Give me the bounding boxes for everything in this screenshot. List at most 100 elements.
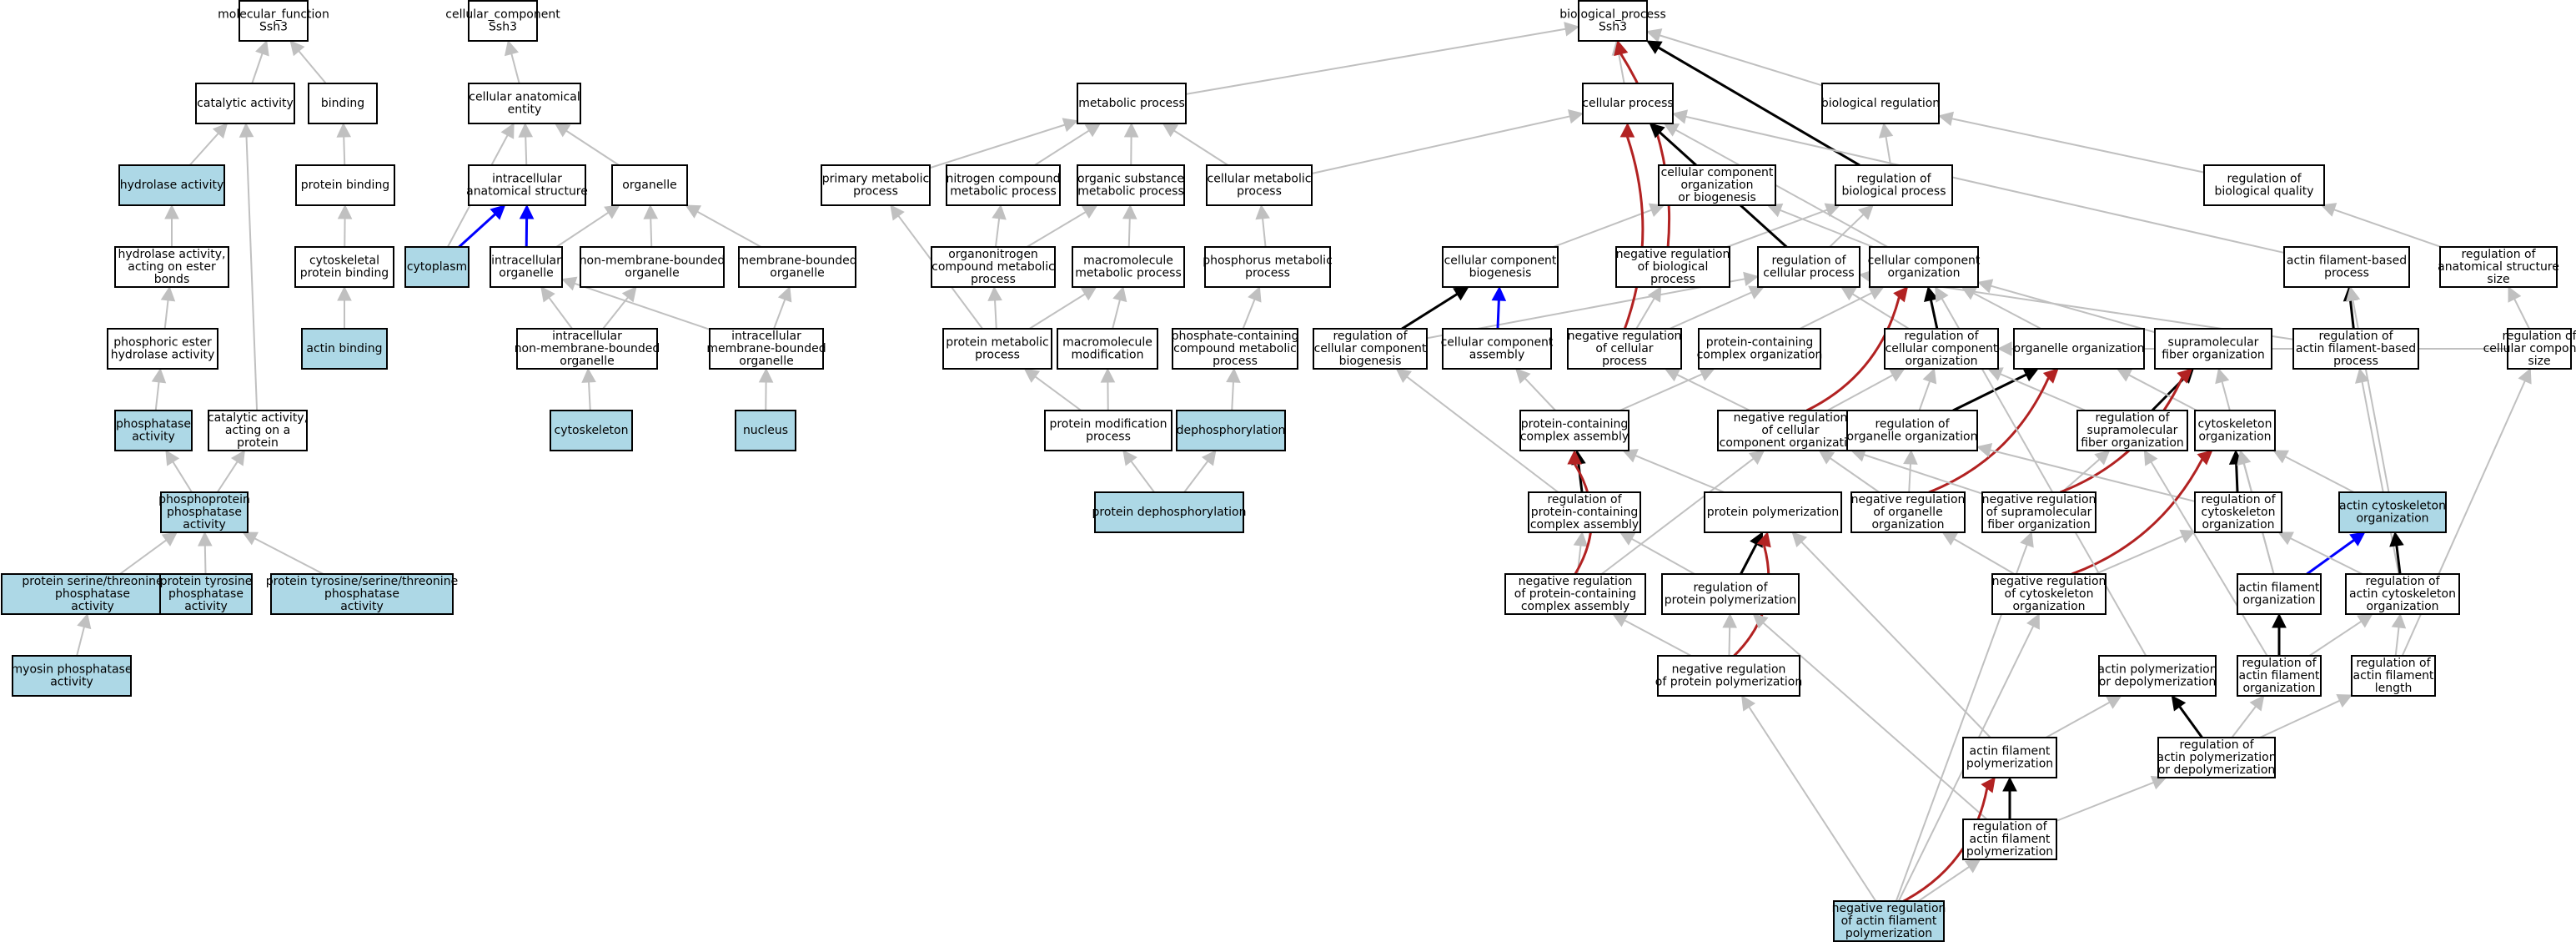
term-node-prot-polym[interactable]: protein polymerization: [1704, 491, 1842, 533]
term-node-tyr-ser-thr[interactable]: protein tyrosine/serine/threoninephospha…: [266, 573, 458, 615]
edge-is-a: [555, 212, 609, 248]
term-node-binding[interactable]: binding: [308, 83, 378, 124]
edge-arrowhead: [504, 39, 520, 57]
term-node-intra-nmb[interactable]: intracellularnon-membrane-boundedorganel…: [515, 328, 660, 370]
term-node-ser-thr[interactable]: protein serine/threoninephosphataseactiv…: [1, 573, 184, 615]
term-label-line: phosphatase: [167, 506, 242, 519]
term-box: [490, 246, 563, 288]
term-label-line: organization: [1680, 179, 1753, 192]
edge-arrowhead: [239, 122, 254, 138]
term-node-cytoskeleton[interactable]: cytoskeleton: [550, 410, 633, 451]
term-label-line: regulation of: [1333, 330, 1408, 343]
term-node-bio-reg[interactable]: biological regulation: [1821, 83, 1940, 124]
term-node-hydrolase[interactable]: hydrolase activity: [118, 164, 225, 206]
term-node-organelle[interactable]: organelle: [611, 164, 688, 206]
edge-arrowhead: [161, 531, 178, 547]
term-node-organelle-org[interactable]: organelle organization: [2013, 328, 2145, 370]
term-label-line: organelle: [499, 267, 553, 280]
term-node-dephos[interactable]: dephosphorylation: [1176, 410, 1286, 451]
term-node-protein-binding[interactable]: protein binding: [295, 164, 395, 206]
edge-arrowhead: [1647, 286, 1662, 303]
term-node-metabolic[interactable]: metabolic process: [1077, 83, 1187, 124]
edge-is-a: [2045, 701, 2111, 738]
term-node-cellular-process[interactable]: cellular process: [1582, 83, 1674, 124]
term-node-prot-dephos[interactable]: protein dephosphorylation: [1092, 491, 1247, 533]
term-label-line: activity: [71, 600, 114, 613]
term-box: [580, 246, 725, 288]
term-node-actin-binding[interactable]: actin binding: [301, 328, 388, 370]
term-node-cytoplasm[interactable]: cytoplasm: [404, 246, 470, 288]
term-node-catalytic[interactable]: catalytic activity: [195, 83, 295, 124]
term-node-nucleus[interactable]: nucleus: [735, 410, 796, 451]
